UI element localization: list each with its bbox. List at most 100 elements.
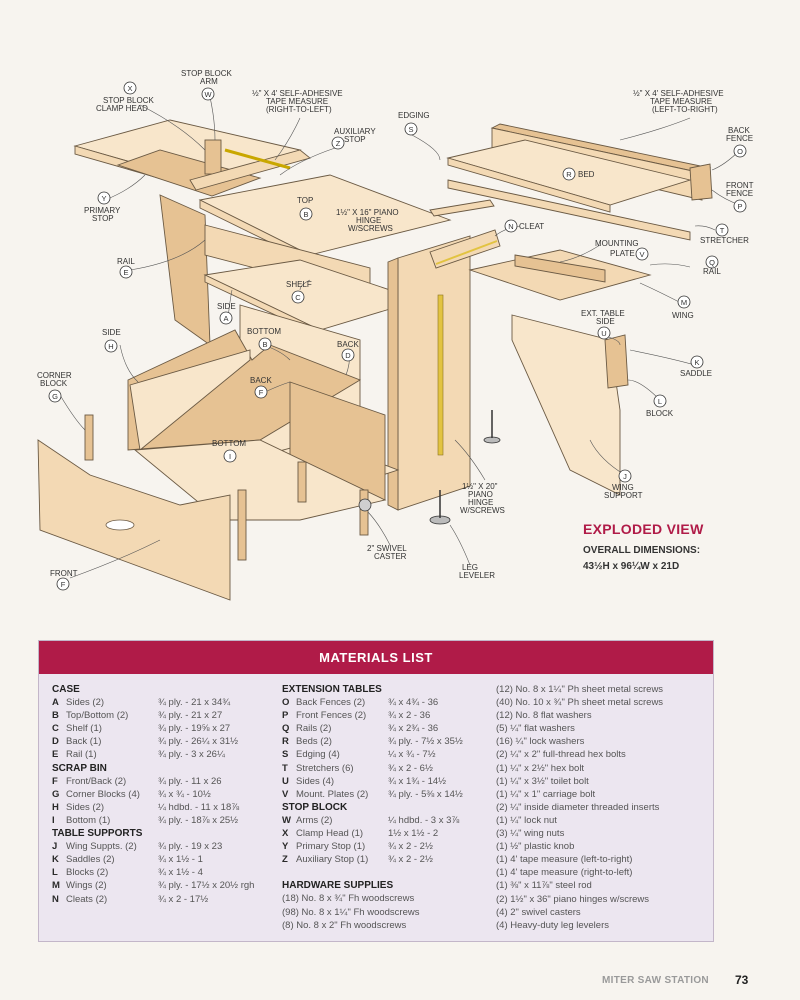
callout-circle-x bbox=[123, 81, 137, 95]
hardware-item: (1) ⅜" x 11⅞" steel rod bbox=[496, 880, 592, 892]
hardware-item: (1) ¼" lock nut bbox=[496, 814, 557, 826]
callout-circle-a bbox=[219, 311, 233, 325]
part-code: C bbox=[52, 723, 59, 735]
part-code: D bbox=[52, 736, 59, 748]
callout-text-p2: FENCE bbox=[726, 189, 753, 198]
callout-text-hinge1-1: 1½" x 16" PIANO bbox=[336, 208, 399, 217]
stop-block-fence-assembly bbox=[73, 119, 311, 197]
part-size: ¾ ply. - 17½ x 20½ rgh bbox=[158, 880, 255, 892]
exploded-view-drawing: STOP BLOCK CLAMP HEAD X STOP BLOCK ARM W… bbox=[37, 69, 754, 601]
callout-text-s: EDGING bbox=[398, 111, 430, 120]
callout-letter-y: Y bbox=[101, 194, 106, 203]
callout-circle-p bbox=[733, 199, 747, 213]
part-code: W bbox=[282, 814, 291, 826]
hardware-item: (4) 2" swivel casters bbox=[496, 906, 581, 918]
materials-section-heading: SCRAP BIN bbox=[52, 762, 107, 774]
part-size: ¾ ply. - 18⅞ x 25½ bbox=[158, 814, 239, 826]
part-name: Front Fences (2) bbox=[296, 710, 367, 722]
part-name: Rail (1) bbox=[66, 749, 97, 761]
materials-row: P Front Fences (2) ¾ x 2 - 36 bbox=[282, 709, 502, 722]
part-size: ¾ x 2 - 36 bbox=[388, 710, 431, 722]
hardware-item: (4) Heavy-duty leg levelers bbox=[496, 919, 609, 931]
callout-text-r: BED bbox=[578, 170, 595, 179]
part-size: ¾ x 1½ - 1 bbox=[158, 854, 203, 866]
part-size: ¼ hdbd. - 3 x 3⅞ bbox=[388, 814, 460, 826]
callout-labels: STOP BLOCK CLAMP HEAD X STOP BLOCK ARM W… bbox=[37, 69, 754, 591]
part-size: ¾ x ¾ - 10½ bbox=[158, 788, 211, 800]
materials-section-heading: STOP BLOCK bbox=[282, 801, 348, 813]
callout-letter-b-bottom: B bbox=[262, 340, 267, 349]
callout-text-u1: EXT. TABLE bbox=[581, 309, 625, 318]
callout-letter-a: A bbox=[223, 314, 228, 323]
hardware-item: (2) ¼" inside diameter threaded inserts bbox=[496, 801, 660, 813]
part-name: Primary Stop (1) bbox=[296, 841, 366, 853]
part-name: Stretchers (6) bbox=[296, 762, 354, 774]
callout-text-x1: STOP BLOCK bbox=[103, 96, 155, 105]
callout-text-f-back: BACK bbox=[250, 376, 272, 385]
callout-text-k: SADDLE bbox=[680, 369, 712, 378]
callout-text-j1: WING bbox=[612, 483, 634, 492]
part-size: ¾ ply. - 21 x 34¾ bbox=[158, 697, 231, 709]
part-code: H bbox=[52, 801, 59, 813]
callout-circle-t bbox=[715, 223, 729, 237]
callout-circle-o bbox=[733, 144, 747, 158]
part-size: ¾ x 2¾ - 36 bbox=[388, 723, 439, 735]
callout-circle-c bbox=[291, 290, 305, 304]
part-code: N bbox=[52, 893, 59, 905]
callout-letter-w: W bbox=[204, 90, 212, 99]
callout-circle-v bbox=[635, 247, 649, 261]
materials-list-title: MATERIALS LIST bbox=[39, 641, 713, 674]
callout-letter-o: O bbox=[737, 147, 743, 156]
part-name: Shelf (1) bbox=[66, 723, 102, 735]
callout-text-hinge1-2: HINGE bbox=[356, 216, 381, 225]
part-code: P bbox=[282, 710, 289, 722]
part-code: A bbox=[52, 697, 59, 709]
callout-circle-e bbox=[119, 265, 133, 279]
part-code: Y bbox=[282, 841, 289, 853]
callout-circle-m bbox=[677, 295, 691, 309]
callout-circle-b-top bbox=[299, 207, 313, 221]
hardware-item: (3) ¼" wing nuts bbox=[496, 828, 565, 840]
callout-text-o2: FENCE bbox=[726, 134, 753, 143]
part-name: Beds (2) bbox=[296, 736, 332, 748]
hardware-item: (1) ½" plastic knob bbox=[496, 841, 575, 853]
callout-circle-q bbox=[705, 255, 719, 269]
part-size: ¾ x 2 - 17½ bbox=[158, 893, 209, 905]
part-code: U bbox=[282, 775, 289, 787]
callout-circle-k bbox=[690, 355, 704, 369]
callout-text-e: RAIL bbox=[117, 257, 135, 266]
part-name: Back (1) bbox=[66, 736, 102, 748]
part-name: Wing Suppts. (2) bbox=[66, 841, 137, 853]
part-code: V bbox=[282, 788, 289, 800]
part-size: ¾ x 2 - 2½ bbox=[388, 841, 433, 853]
callout-text-hinge2-4: w/SCREWS bbox=[460, 506, 505, 515]
callout-letter-g: G bbox=[52, 392, 58, 401]
page-number: 73 bbox=[735, 973, 749, 987]
part-code: Q bbox=[282, 723, 290, 735]
part-name: Mount. Plates (2) bbox=[296, 788, 369, 800]
callout-text-b-bottom: BOTTOM bbox=[247, 327, 281, 336]
part-size: ¼ hdbd. - 11 x 18⅞ bbox=[158, 801, 240, 813]
part-name: Saddles (2) bbox=[66, 854, 115, 866]
callout-letter-u: U bbox=[601, 329, 606, 338]
callout-text-u2: SIDE bbox=[596, 317, 615, 326]
overall-dimensions-label: OVERALL DIMENSIONS: bbox=[583, 545, 701, 556]
hardware-item: (98) No. 8 x 1¼" Fh woodscrews bbox=[282, 906, 420, 918]
hardware-item: (5) ¼" flat washers bbox=[496, 723, 575, 735]
hardware-item: (40) No. 10 x ¾" Ph sheet metal screws bbox=[496, 697, 664, 709]
callout-circle-u bbox=[597, 326, 611, 340]
callout-letter-s: S bbox=[408, 125, 413, 134]
